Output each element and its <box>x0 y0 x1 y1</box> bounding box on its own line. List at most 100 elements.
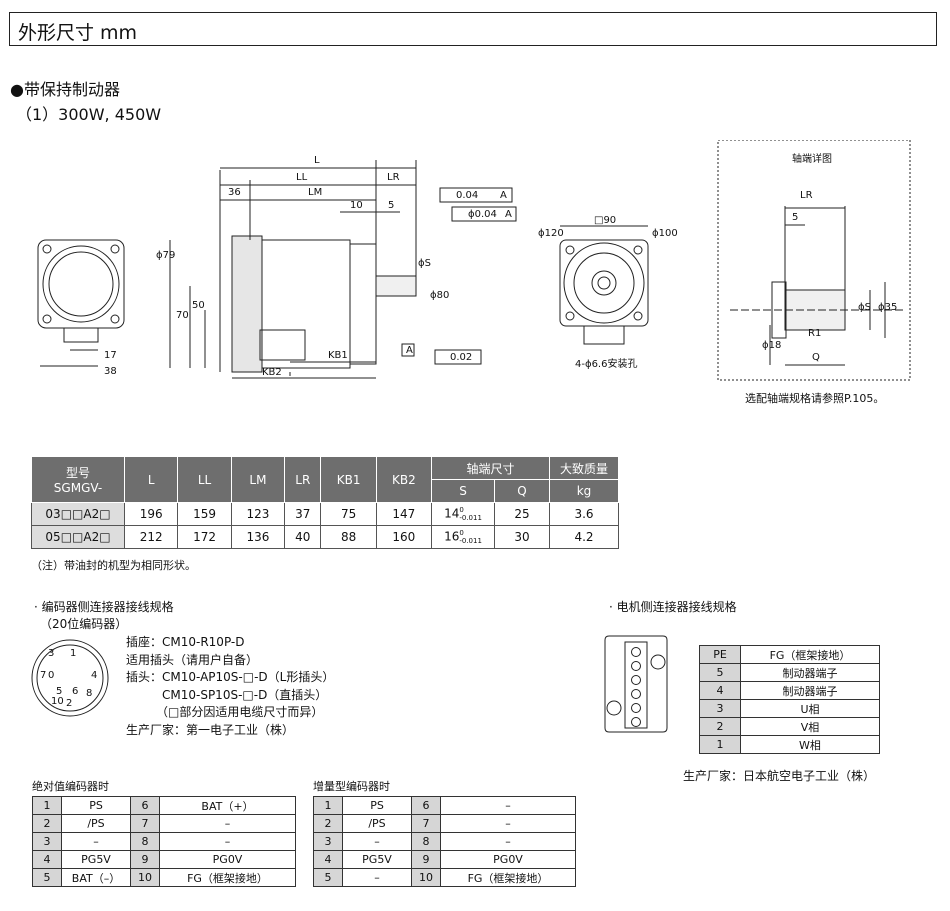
shaft-Q: Q <box>812 352 820 363</box>
section-title: ●带保持制动器 <box>10 80 120 99</box>
pin-number: 5 <box>32 868 62 887</box>
dim-10: 10 <box>350 200 363 211</box>
cell-KB1: 75 <box>320 502 377 526</box>
pin-label: 3 <box>48 648 55 659</box>
encoder-plug-straight: CM10-SP10S-□-D（直插头） <box>126 687 328 702</box>
pin-number: 1 <box>699 735 741 754</box>
cell-LM: 136 <box>230 525 286 549</box>
inc-table-title: 增量型编码器时 <box>313 780 390 793</box>
pin-number: 9 <box>130 850 160 869</box>
encoder-subtitle: （20位编码器） <box>40 617 128 631</box>
datum-a: A <box>406 345 413 356</box>
cell-LL: 159 <box>177 502 232 526</box>
cell-Q: 25 <box>494 502 550 526</box>
pin-number: 4 <box>699 681 741 700</box>
shaft-phiS: ϕS <box>858 302 871 313</box>
table-row: 05□□A2□ 212 172 136 40 88 160 160-0.011 … <box>31 525 619 549</box>
header-L: L <box>123 456 179 503</box>
dim-17: 17 <box>104 350 117 361</box>
encoder-connector-face <box>31 639 109 717</box>
header-LL: LL <box>177 456 232 503</box>
pin-number: 8 <box>411 832 441 851</box>
header-shaft: 轴端尺寸 <box>431 456 550 480</box>
cell-model: 05□□A2□ <box>31 525 125 549</box>
s-tol-up: 0 <box>459 529 464 537</box>
pin-signal: /PS <box>61 814 131 833</box>
header-kg: kg <box>549 479 619 503</box>
flatness-frame <box>434 349 482 365</box>
dim-KB2: KB2 <box>262 367 282 378</box>
dim-50: 50 <box>192 300 205 311</box>
cell-KB1: 88 <box>320 525 377 549</box>
header-LM: LM <box>230 456 286 503</box>
pin-number: 7 <box>411 814 441 833</box>
rear-view-outline <box>37 239 125 329</box>
pin-number: 10 <box>130 868 160 887</box>
pin-signal: – <box>159 832 296 851</box>
dim-sq90: □90 <box>594 215 617 226</box>
shaft-5: 5 <box>792 212 799 223</box>
dim-70: 70 <box>176 310 189 321</box>
dim-5: 5 <box>388 200 395 211</box>
pin-number: 8 <box>130 832 160 851</box>
shaft-detail-title: 轴端详图 <box>792 154 832 165</box>
encoder-title: · 编码器侧连接器接线规格 <box>34 600 174 614</box>
pin-number: 6 <box>411 796 441 815</box>
pin-signal: PG5V <box>342 850 412 869</box>
pin-number: 10 <box>411 868 441 887</box>
header-S: S <box>431 479 495 503</box>
header-KB2: KB2 <box>375 456 433 503</box>
encoder-plug-l: 插头：CM10-AP10S-□-D（L形插头） <box>126 670 335 684</box>
pin-signal: PG5V <box>61 850 131 869</box>
header-mass: 大致质量 <box>549 456 619 480</box>
pin-number: 2 <box>313 814 343 833</box>
tolerance-frame-2 <box>451 206 517 222</box>
pin-label: 1 <box>70 648 77 659</box>
dim-LR: LR <box>387 172 400 183</box>
pin-signal: FG（框架接地） <box>159 868 296 887</box>
cell-KB2: 160 <box>375 525 433 549</box>
table-row: 3–8– <box>313 832 576 851</box>
shaft-phi18: ϕ18 <box>762 340 782 351</box>
motor-connector-maker: 生产厂家：日本航空电子工业（株） <box>683 769 876 783</box>
pin-label: 8 <box>86 688 93 699</box>
encoder-socket: 插座：CM10-R10P-D <box>126 635 245 649</box>
rear-view-circle <box>42 245 120 323</box>
pin-number: 3 <box>313 832 343 851</box>
pin-signal: – <box>342 832 412 851</box>
pin-signal: – <box>440 814 576 833</box>
table-row: 03□□A2□ 196 159 123 37 75 147 140-0.011 … <box>31 502 619 526</box>
motor-connector-diagram <box>604 635 668 733</box>
pin-signal: 制动器端子 <box>740 663 880 682</box>
s-value: 16 <box>444 529 460 544</box>
tolerance-1: 0.04 <box>456 190 479 201</box>
pin-label: 6 <box>72 686 79 697</box>
motor-connector-title: · 电机侧连接器接线规格 <box>609 600 737 614</box>
shaft-detail-box <box>717 140 911 381</box>
pin-signal: V相 <box>740 717 880 736</box>
pin-label: 7 <box>40 670 47 681</box>
encoder-plug-note: 适用插头（请用户自备） <box>126 652 259 667</box>
encoder-maker: 生产厂家：第一电子工业（株） <box>126 722 295 737</box>
pin-label: 4 <box>91 670 98 681</box>
pin-number: PE <box>699 645 741 664</box>
pin-number: 7 <box>130 814 160 833</box>
dim-LL: LL <box>296 172 308 183</box>
datum-a-box <box>401 343 415 357</box>
pin-number: 4 <box>313 850 343 869</box>
pin-number: 5 <box>313 868 343 887</box>
pin-number: 4 <box>32 850 62 869</box>
shaft-R1: R1 <box>808 328 822 339</box>
